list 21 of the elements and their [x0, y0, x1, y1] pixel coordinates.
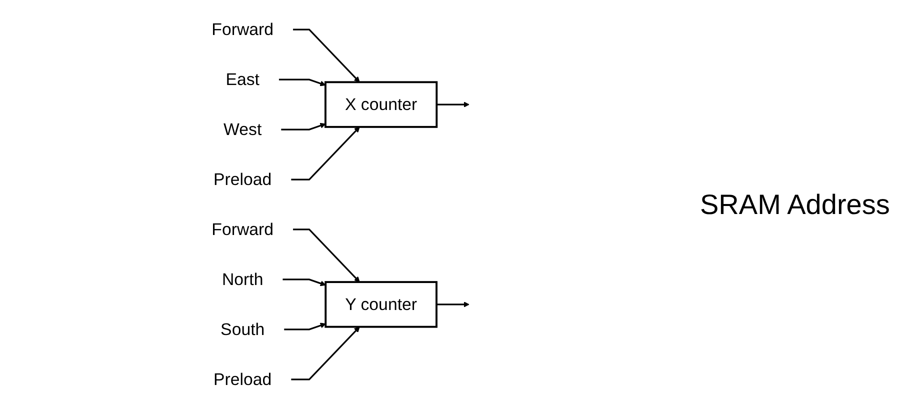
- node-text: South: [220, 319, 265, 339]
- arrow: [278, 78, 326, 86]
- node-box: Y counter: [324, 281, 438, 328]
- node-text: East: [226, 69, 260, 89]
- arrow: [281, 122, 326, 130]
- arrow: [291, 126, 360, 180]
- node-text: Preload: [213, 369, 272, 389]
- arrow: [436, 302, 470, 308]
- arrow: [292, 228, 360, 282]
- node-text: Preload: [213, 169, 272, 189]
- output-label: SRAM Address: [700, 188, 891, 220]
- arrow: [292, 28, 360, 82]
- node-box: X counter: [324, 81, 438, 128]
- arrow: [291, 326, 360, 380]
- node-text: West: [223, 119, 262, 139]
- arrow: [284, 322, 326, 330]
- node-text: Forward: [212, 219, 274, 239]
- node-text: Forward: [212, 20, 274, 39]
- arrow: [436, 102, 470, 108]
- arrow: [282, 278, 326, 286]
- node-text: North: [222, 269, 264, 289]
